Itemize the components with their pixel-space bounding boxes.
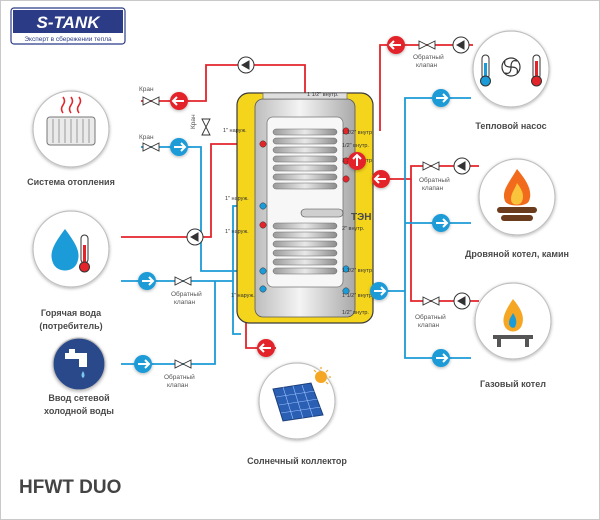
flow-arrow-icon bbox=[372, 170, 390, 188]
logo-text: S-TANK bbox=[37, 13, 102, 32]
flow-arrow-icon bbox=[170, 138, 188, 156]
circulation-pump-icon bbox=[453, 157, 471, 175]
heater-element bbox=[300, 208, 344, 218]
port-label: 1 1/2" внутр. bbox=[342, 130, 374, 136]
flow-arrow-icon bbox=[387, 36, 405, 54]
port-label: 1/2" внутр. bbox=[342, 143, 369, 149]
gas-flame-icon bbox=[474, 282, 552, 360]
lower-coil bbox=[272, 222, 338, 275]
radiator-icon bbox=[32, 90, 110, 168]
valve-labels: Кран Кран Кран Обратный клапан Обратный … bbox=[139, 53, 450, 389]
cold-water-label: холодной воды bbox=[44, 406, 114, 416]
port-label: 1" наруж. bbox=[225, 196, 249, 202]
gas-boiler-label: Газовый котел bbox=[480, 379, 546, 389]
flow-arrow-icon bbox=[134, 355, 152, 373]
tank-ports bbox=[259, 127, 350, 295]
valves bbox=[142, 40, 440, 369]
heat-pump-label: Тепловой насос bbox=[475, 121, 546, 131]
flow-arrow-icon bbox=[370, 282, 388, 300]
valve-label: клапан bbox=[422, 185, 443, 192]
circulation-pump-icon bbox=[237, 56, 255, 74]
flow-arrow-icon bbox=[432, 89, 450, 107]
flow-arrow-icon bbox=[432, 349, 450, 367]
flow-arrow-icon bbox=[138, 272, 156, 290]
port-label: 1 1/2" внутр. bbox=[342, 293, 374, 299]
port-label: 1 1/2" внутр. bbox=[342, 268, 374, 274]
flow-arrow-icon bbox=[432, 214, 450, 232]
valve-label: Обратный bbox=[419, 176, 450, 184]
valve-label: Обратный bbox=[415, 313, 446, 321]
solar-panel-icon bbox=[258, 362, 336, 440]
port-label: 1" наруж. bbox=[225, 229, 249, 235]
valve-label: Обратный bbox=[171, 290, 202, 298]
cold-water-label: Ввод сетевой bbox=[48, 393, 109, 403]
storage-tank: ТЭН 1 1/2" внутр. 1" наруж. 1 1/2" внутр… bbox=[223, 92, 374, 324]
valve-label: Обратный bbox=[164, 373, 195, 381]
valve-label: клапан bbox=[174, 299, 195, 306]
model-title: HFWT DUO bbox=[19, 477, 121, 498]
circulation-pump-icon bbox=[452, 36, 470, 54]
port-label: 1" наруж. bbox=[223, 128, 247, 134]
valve-label: Кран bbox=[139, 134, 154, 141]
port-label: 1 1/2" внутр. bbox=[307, 92, 339, 98]
hot-water-label: (потребитель) bbox=[39, 321, 102, 331]
flow-arrow-icon bbox=[170, 92, 188, 110]
solar-label: Солнечный коллектор bbox=[247, 456, 347, 466]
port-label: 1" наруж. bbox=[231, 293, 255, 299]
valve-label: Кран bbox=[190, 114, 197, 129]
wood-fire-icon bbox=[478, 158, 556, 236]
circulation-pump-icon bbox=[186, 228, 204, 246]
hot-water-label: Горячая вода bbox=[41, 308, 102, 318]
hot-water-drop-icon bbox=[32, 210, 110, 288]
flow-arrow-icon bbox=[348, 152, 366, 170]
valve-label: Кран bbox=[139, 86, 154, 93]
heater-label: ТЭН bbox=[351, 212, 371, 223]
flow-arrows bbox=[134, 36, 450, 373]
water-tap-icon bbox=[52, 337, 106, 391]
flow-arrow-icon bbox=[257, 339, 275, 357]
port-label: 2" внутр. bbox=[342, 226, 365, 232]
heating-label: Система отопления bbox=[27, 177, 115, 187]
valve-label: клапан bbox=[418, 322, 439, 329]
circulation-pump-icon bbox=[453, 292, 471, 310]
logo-tagline: Эксперт в сбережении тепла bbox=[24, 35, 112, 43]
valve-label: клапан bbox=[167, 382, 188, 389]
valve-label: клапан bbox=[416, 62, 437, 69]
port-label: 1/2" внутр. bbox=[342, 310, 369, 316]
wood-boiler-label: Дровяной котел, камин bbox=[465, 249, 569, 259]
logo: S-TANK Эксперт в сбережении тепла bbox=[10, 7, 126, 45]
heat-pump-icon bbox=[472, 30, 550, 108]
valve-label: Обратный bbox=[413, 53, 444, 61]
upper-coil bbox=[272, 128, 338, 190]
